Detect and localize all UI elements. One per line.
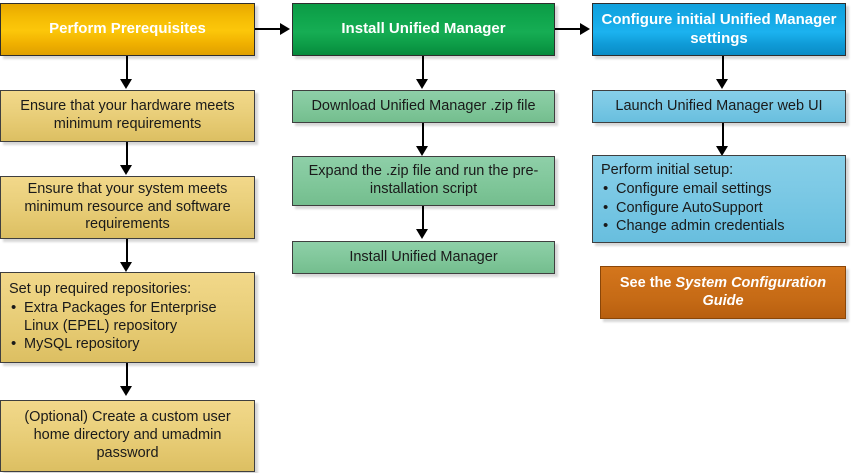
connector-line-col1-col2 — [255, 28, 283, 30]
connector-arrow-install-1 — [416, 79, 428, 89]
step-hardware-requirements[interactable]: Ensure that your hardware meets minimum … — [0, 90, 255, 142]
connector-line-install-1 — [422, 56, 424, 82]
header-configure-initial-settings[interactable]: Configure initial Unified Manager settin… — [592, 3, 846, 56]
list-item: Extra Packages for Enterprise Linux (EPE… — [9, 299, 246, 335]
reference-prefix: See the — [619, 274, 676, 291]
connector-arrow-install-3 — [416, 229, 428, 239]
connector-arrow-configure-1 — [716, 79, 728, 89]
reference-system-configuration-guide-label: See the System Configuration Guide — [607, 275, 839, 310]
step-system-requirements-label: Ensure that your system meets minimum re… — [24, 180, 231, 233]
connector-arrow-prereq-2 — [120, 165, 132, 175]
step-expand-zip-run-script[interactable]: Expand the .zip file and run the pre-ins… — [292, 156, 555, 206]
connector-line-configure-1 — [722, 56, 724, 82]
connector-arrow-configure-2 — [716, 146, 728, 156]
step-perform-initial-setup-label: Perform initial setup: — [601, 162, 734, 179]
step-perform-initial-setup-bullets: Configure email settings Configure AutoS… — [601, 180, 837, 236]
step-install-unified-manager[interactable]: Install Unified Manager — [292, 241, 555, 274]
list-item: MySQL repository — [9, 335, 246, 354]
reference-system-configuration-guide[interactable]: See the System Configuration Guide — [600, 266, 846, 319]
list-item: Change admin credentials — [601, 217, 837, 236]
step-system-requirements[interactable]: Ensure that your system meets minimum re… — [0, 176, 255, 239]
step-download-zip[interactable]: Download Unified Manager .zip file — [292, 90, 555, 123]
connector-arrow-prereq-3 — [120, 262, 132, 272]
connector-line-prereq-1 — [126, 56, 128, 82]
connector-line-col2-col3 — [555, 28, 583, 30]
connector-line-prereq-3 — [126, 239, 128, 265]
step-setup-repositories-label: Set up required repositories: — [9, 281, 192, 298]
connector-line-install-3 — [422, 206, 424, 233]
connector-arrow-col1-col2 — [280, 23, 290, 35]
step-optional-custom-user[interactable]: (Optional) Create a custom user home dir… — [0, 400, 255, 472]
step-setup-repositories-bullets: Extra Packages for Enterprise Linux (EPE… — [9, 299, 246, 354]
connector-arrow-install-2 — [416, 146, 428, 156]
step-optional-custom-user-label: (Optional) Create a custom user home dir… — [24, 409, 231, 461]
step-perform-initial-setup[interactable]: Perform initial setup: Configure email s… — [592, 155, 846, 243]
header-install-unified-manager-label: Install Unified Manager — [341, 20, 506, 38]
connector-line-prereq-2 — [126, 142, 128, 168]
step-launch-web-ui[interactable]: Launch Unified Manager web UI — [592, 90, 846, 123]
connector-arrow-col2-col3 — [580, 23, 590, 35]
connector-arrow-prereq-4 — [120, 386, 132, 396]
header-configure-initial-settings-label: Configure initial Unified Manager settin… — [601, 11, 837, 47]
connector-arrow-prereq-1 — [120, 79, 132, 89]
list-item: Configure email settings — [601, 180, 837, 199]
step-launch-web-ui-label: Launch Unified Manager web UI — [615, 97, 823, 114]
header-perform-prerequisites[interactable]: Perform Prerequisites — [0, 3, 255, 56]
step-setup-repositories[interactable]: Set up required repositories: Extra Pack… — [0, 272, 255, 363]
step-download-zip-label: Download Unified Manager .zip file — [311, 97, 536, 114]
reference-emphasis: System Configuration Guide — [675, 274, 827, 309]
connector-line-prereq-4 — [126, 363, 128, 389]
connector-line-configure-2 — [722, 123, 724, 150]
connector-line-install-2 — [422, 123, 424, 150]
step-install-unified-manager-label: Install Unified Manager — [349, 248, 498, 265]
list-item: Configure AutoSupport — [601, 199, 837, 218]
step-expand-zip-run-script-label: Expand the .zip file and run the pre-ins… — [308, 163, 539, 197]
header-install-unified-manager[interactable]: Install Unified Manager — [292, 3, 555, 56]
step-hardware-requirements-label: Ensure that your hardware meets minimum … — [20, 98, 235, 132]
header-perform-prerequisites-label: Perform Prerequisites — [49, 20, 206, 38]
